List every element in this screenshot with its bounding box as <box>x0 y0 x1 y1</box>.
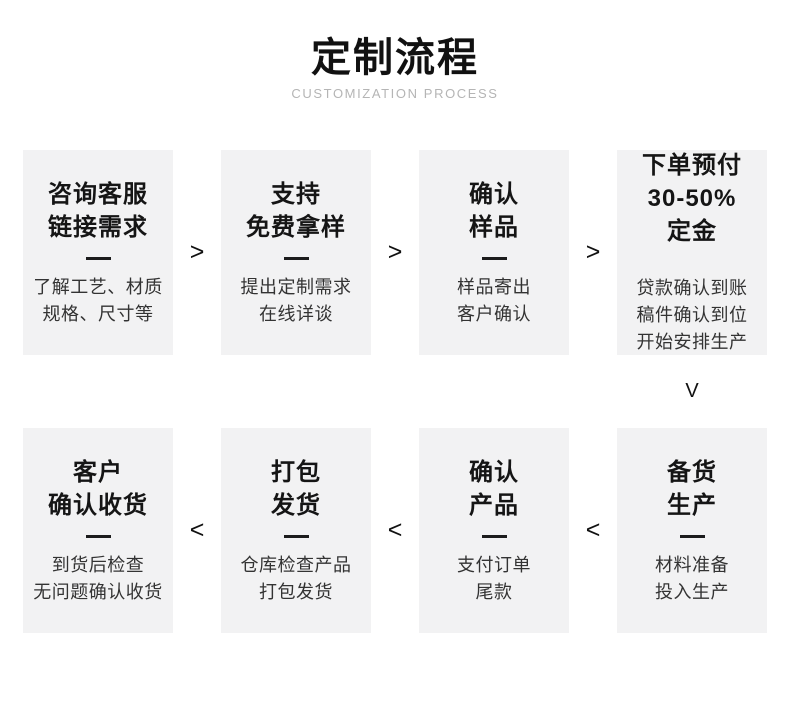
step-title: 备货 生产 <box>667 458 717 519</box>
divider <box>679 534 705 538</box>
step-title: 下单预付 30-50% 定金 <box>642 152 742 245</box>
connector-row: V <box>23 355 767 428</box>
arrow-right-icon: > <box>189 238 205 266</box>
arrow-cell: < <box>371 428 419 633</box>
step-description: 提出定制需求 在线详谈 <box>240 276 352 324</box>
arrow-left-icon: < <box>585 516 601 544</box>
divider <box>481 256 507 260</box>
arrow-right-icon: > <box>585 238 601 266</box>
arrow-right-icon: > <box>387 238 403 266</box>
step-description: 贷款确认到账 稿件确认到位 开始安排生产 <box>636 278 748 352</box>
process-step-7: 打包 发货 仓库检查产品 打包发货 <box>221 428 371 633</box>
process-step-4: 下单预付 30-50% 定金 贷款确认到账 稿件确认到位 开始安排生产 <box>617 150 767 355</box>
step-description: 材料准备 投入生产 <box>655 554 729 602</box>
divider <box>85 256 111 260</box>
page-title: 定制流程 <box>311 36 479 80</box>
step-description: 了解工艺、材质 规格、尺寸等 <box>33 276 163 324</box>
step-title: 确认 产品 <box>469 458 519 519</box>
step-title: 确认 样品 <box>469 180 519 241</box>
divider <box>85 534 111 538</box>
process-step-3: 确认 样品 样品寄出 客户确认 <box>419 150 569 355</box>
process-row-top: 咨询客服 链接需求 了解工艺、材质 规格、尺寸等 > 支持 免费拿样 <box>23 150 767 355</box>
step-description: 到货后检查 无问题确认收货 <box>33 554 163 602</box>
page-subtitle: CUSTOMIZATION PROCESS <box>291 86 499 101</box>
header: 定制流程 CUSTOMIZATION PROCESS <box>0 0 790 101</box>
process-row-bottom: 客户 确认收货 到货后检查 无问题确认收货 < 打包 发货 <box>23 428 767 633</box>
arrow-cell: < <box>569 428 617 633</box>
step-description: 支付订单 尾款 <box>457 554 531 602</box>
step-title: 客户 确认收货 <box>48 458 148 519</box>
process-step-1: 咨询客服 链接需求 了解工艺、材质 规格、尺寸等 <box>23 150 173 355</box>
step-title: 打包 发货 <box>271 458 321 519</box>
step-description: 样品寄出 客户确认 <box>457 276 531 324</box>
arrow-down-icon: V <box>685 380 699 402</box>
arrow-cell: > <box>569 150 617 355</box>
arrow-cell: < <box>173 428 221 633</box>
arrow-cell: > <box>173 150 221 355</box>
process-step-2: 支持 免费拿样 提出定制需求 在线详谈 <box>221 150 371 355</box>
divider <box>283 534 309 538</box>
step-title: 咨询客服 链接需求 <box>48 180 148 241</box>
arrow-cell: > <box>371 150 419 355</box>
step-description: 仓库检查产品 打包发货 <box>240 554 352 602</box>
process-flow: 咨询客服 链接需求 了解工艺、材质 规格、尺寸等 > 支持 免费拿样 <box>0 150 790 633</box>
divider <box>283 256 309 260</box>
arrow-left-icon: < <box>387 516 403 544</box>
step-title: 支持 免费拿样 <box>246 180 346 241</box>
process-step-5: 备货 生产 材料准备 投入生产 <box>617 428 767 633</box>
arrow-left-icon: < <box>189 516 205 544</box>
process-step-6: 确认 产品 支付订单 尾款 <box>419 428 569 633</box>
divider <box>481 534 507 538</box>
process-step-8: 客户 确认收货 到货后检查 无问题确认收货 <box>23 428 173 633</box>
